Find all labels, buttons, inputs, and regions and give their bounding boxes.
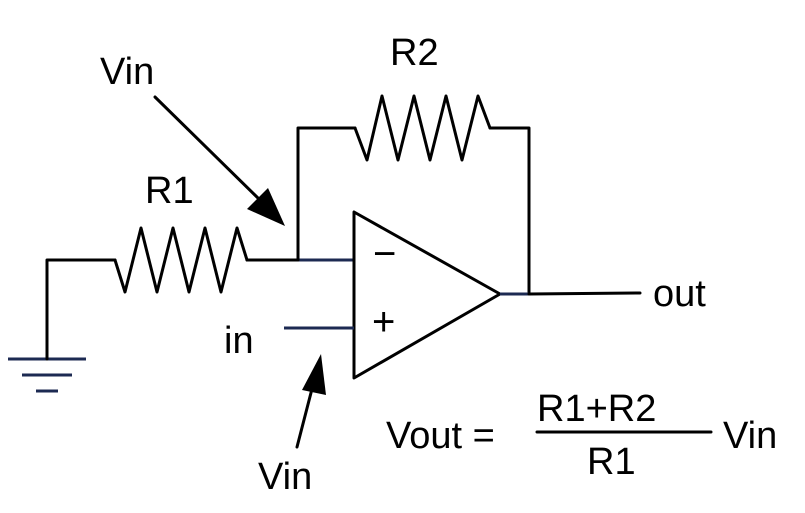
vin-top-label: Vin <box>100 51 154 93</box>
in-label: in <box>224 320 254 362</box>
vin-bottom-arrow-icon <box>295 354 326 449</box>
ground-wire <box>45 258 117 361</box>
ground-icon <box>8 357 86 393</box>
formula-lhs: Vout = <box>386 415 495 457</box>
op-amp-triangle-icon <box>352 210 502 380</box>
minus-sign: − <box>373 232 396 276</box>
r2-label: R2 <box>390 32 439 74</box>
formula-denominator: R1 <box>587 441 636 483</box>
formula-rhs: Vin <box>723 415 777 457</box>
vin-top-arrow-icon <box>153 95 285 226</box>
r1-resistor-icon <box>113 226 249 294</box>
formula-numerator: R1+R2 <box>537 388 656 430</box>
out-label: out <box>653 273 706 315</box>
r1-label: R1 <box>145 170 194 212</box>
feedback-wire-right <box>488 126 531 296</box>
output-wire <box>527 291 642 296</box>
plus-sign: + <box>372 300 395 344</box>
r2-resistor-icon <box>353 94 492 162</box>
gain-formula: Vout = R1+R2 R1 Vin <box>386 388 777 483</box>
feedback-wire-left <box>296 126 357 262</box>
vin-bottom-label: Vin <box>258 456 312 498</box>
